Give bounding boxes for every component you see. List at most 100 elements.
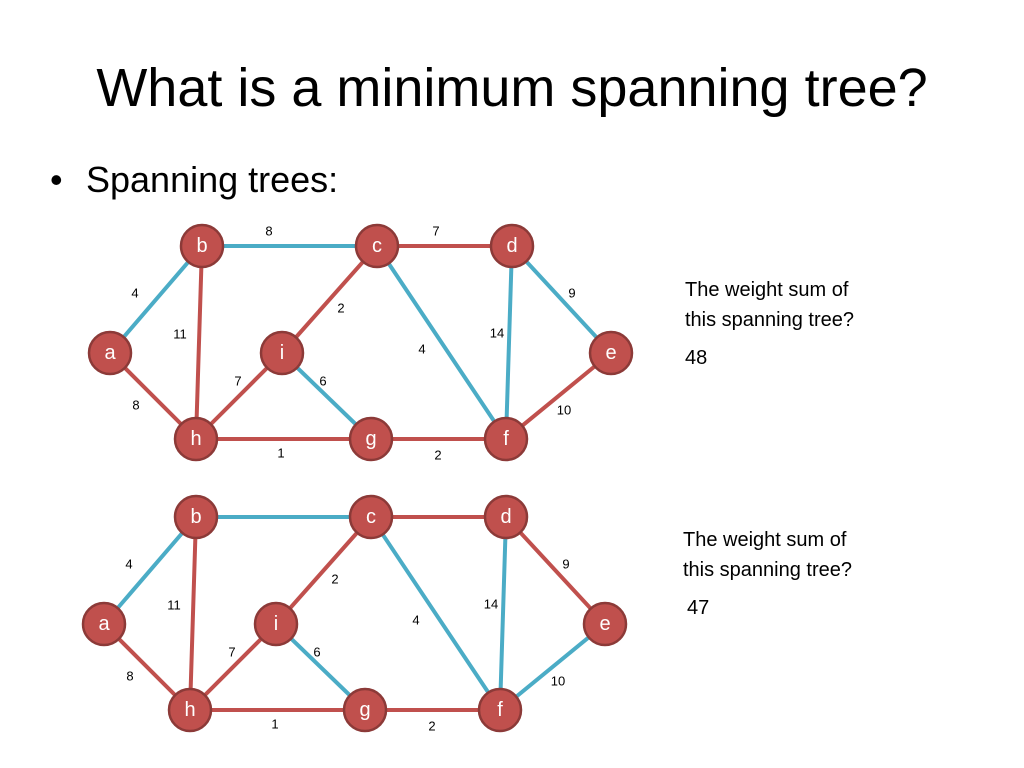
weight-label-b-c: 8 (265, 224, 272, 239)
node-f: f (483, 416, 529, 462)
question-top-line2: this spanning tree? (685, 309, 855, 331)
node-label-e: e (605, 342, 616, 364)
weight-label-h-g: 1 (277, 446, 284, 461)
weight-label-c-f: 4 (418, 342, 425, 357)
node-label-h: h (190, 428, 201, 450)
node-circle-e (588, 330, 634, 376)
graph-top: 8 7 4 11 8 2 7 6 1 2 4 14 9 10 a b c d e f g h i (87, 223, 634, 463)
edge-c-f (369, 515, 502, 712)
question-bottom-line2: this spanning tree? (683, 559, 853, 581)
weight-label-c-d: 7 (432, 224, 439, 239)
node-h: h (167, 687, 213, 733)
edge-b-h (188, 515, 198, 712)
edge-a-b (108, 244, 204, 355)
node-g: g (342, 687, 388, 733)
node-circle-c (348, 494, 394, 540)
node-c: c (354, 223, 400, 269)
node-circle-h (173, 416, 219, 462)
node-circle-b (173, 494, 219, 540)
edge-e-f (504, 351, 613, 441)
weight-label-i-h: 7 (234, 374, 241, 389)
node-circle-h (167, 687, 213, 733)
node-c: c (348, 494, 394, 540)
question-bottom: The weight sum of this spanning tree? 47 (683, 525, 852, 623)
weight-label-i-g: 6 (319, 374, 326, 389)
bullet-item: •Spanning trees: (50, 158, 338, 201)
node-label-c: c (372, 235, 382, 257)
node-circle-g (342, 687, 388, 733)
edge-b-h (194, 244, 204, 441)
weight-label-a-h: 8 (132, 398, 139, 413)
weight-label-b-h: 11 (167, 598, 181, 613)
weight-label-e-f: 10 (551, 674, 565, 689)
answer-bottom: 47 (687, 597, 710, 619)
node-a: a (87, 330, 133, 376)
question-top-line1: The weight sum of (685, 279, 849, 301)
weight-label-a-h: 8 (126, 669, 133, 684)
node-circle-d (483, 494, 529, 540)
weight-label-g-f: 2 (434, 448, 441, 463)
edge-c-i (274, 515, 373, 626)
node-label-h: h (184, 699, 195, 721)
node-label-g: g (365, 428, 376, 450)
node-label-e: e (599, 613, 610, 635)
node-circle-g (348, 416, 394, 462)
weight-label-h-g: 1 (271, 717, 278, 732)
node-b: b (179, 223, 225, 269)
node-label-g: g (359, 699, 370, 721)
node-label-i: i (280, 342, 284, 364)
node-g: g (348, 416, 394, 462)
node-b: b (173, 494, 219, 540)
weight-label-c-i: 2 (337, 301, 344, 316)
node-circle-b (179, 223, 225, 269)
node-label-a: a (98, 613, 110, 635)
weight-label-e-f: 10 (557, 403, 571, 418)
weight-label-d-f: 14 (484, 597, 498, 612)
node-circle-a (81, 601, 127, 647)
weight-label-g-f: 2 (428, 719, 435, 734)
node-circle-a (87, 330, 133, 376)
edge-d-f (498, 515, 508, 712)
weight-label-a-b: 4 (125, 557, 132, 572)
node-d: d (483, 494, 529, 540)
edge-d-e (504, 515, 607, 626)
edge-a-b (102, 515, 198, 626)
node-circle-i (259, 330, 305, 376)
node-e: e (582, 601, 628, 647)
weight-label-d-e: 9 (568, 286, 575, 301)
node-circle-c (354, 223, 400, 269)
weight-label-i-h: 7 (228, 645, 235, 660)
node-h: h (173, 416, 219, 462)
bullet-dot: • (50, 159, 63, 200)
weight-label-c-f: 4 (412, 613, 419, 628)
edge-c-f (375, 244, 508, 441)
weight-label-d-e: 9 (562, 557, 569, 572)
node-a: a (81, 601, 127, 647)
weight-label-a-b: 4 (131, 286, 138, 301)
node-label-i: i (274, 613, 278, 635)
edge-d-f (504, 244, 514, 441)
node-circle-e (582, 601, 628, 647)
edge-c-i (280, 244, 379, 355)
node-label-c: c (366, 506, 376, 528)
node-f: f (477, 687, 523, 733)
node-e: e (588, 330, 634, 376)
node-i: i (253, 601, 299, 647)
node-circle-f (483, 416, 529, 462)
slide-title: What is a minimum spanning tree? (96, 58, 928, 118)
weight-label-d-f: 14 (490, 326, 504, 341)
node-circle-f (477, 687, 523, 733)
weight-label-b-h: 11 (173, 327, 187, 342)
node-d: d (489, 223, 535, 269)
node-circle-i (253, 601, 299, 647)
node-label-f: f (503, 428, 509, 450)
question-bottom-line1: The weight sum of (683, 529, 847, 551)
node-label-d: d (500, 506, 511, 528)
answer-top: 48 (685, 347, 708, 369)
node-circle-d (489, 223, 535, 269)
node-i: i (259, 330, 305, 376)
node-label-b: b (190, 506, 201, 528)
node-label-a: a (104, 342, 116, 364)
